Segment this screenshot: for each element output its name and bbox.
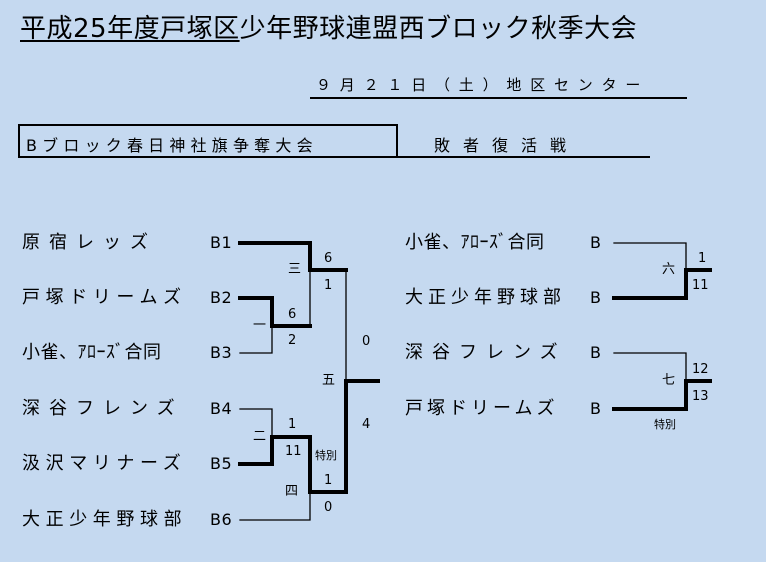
team-b6-seed: B6 — [210, 510, 233, 529]
r-team-1-seed: B — [590, 233, 602, 252]
g7-top-score: 12 — [692, 362, 709, 377]
line-g7-loser — [613, 352, 687, 382]
g1-label: 一 — [253, 318, 267, 333]
g7-note: 特別 — [654, 418, 676, 431]
r-team-3-name: 深谷フレンズ — [405, 342, 567, 363]
g7-bottom-score: 13 — [692, 389, 709, 404]
g4-bottom-score: 0 — [324, 500, 333, 515]
team-b1-seed: B1 — [210, 233, 233, 252]
page-title: 平成25年度戸塚区少年野球連盟西ブロック秋季大会 — [20, 12, 637, 46]
team-b4-seed: B4 — [210, 399, 233, 418]
g6-bottom-score: 11 — [692, 278, 709, 293]
g5-top-score: 0 — [362, 334, 371, 349]
line-g2-loser — [239, 408, 273, 438]
line-g1-loser — [239, 325, 273, 354]
team-b2-name: 戸塚ドリームズ — [22, 287, 187, 308]
tournament-name: Bブロック春日神社旗争奪大会 — [26, 136, 318, 155]
g7-label: 七 — [662, 373, 676, 388]
team-b3-seed: B3 — [210, 343, 233, 362]
r-team-4-seed: B — [590, 399, 602, 418]
line-g1-winner — [238, 296, 312, 328]
g6-top-score: 1 — [698, 251, 707, 266]
g2-label: 二 — [253, 429, 267, 444]
g4-note: 特別 — [315, 449, 337, 462]
r-team-2-name: 大正少年野球部 — [405, 287, 566, 308]
r-team-2-seed: B — [590, 288, 602, 307]
team-b1-name: 原宿レッズ — [22, 232, 157, 253]
team-b3-name: 小雀、ｱﾛｰｽﾞ合同 — [22, 342, 162, 363]
g2-top-score: 1 — [288, 417, 297, 432]
repechage-title: 敗者復活戦 — [434, 136, 580, 155]
line-g6-loser — [613, 242, 687, 271]
team-b6-name: 大正少年野球部 — [22, 509, 188, 530]
g3-bottom-score: 1 — [324, 278, 333, 293]
line-g5-winner — [344, 379, 380, 494]
g5-label: 五 — [322, 373, 336, 388]
line-g3-winner — [238, 241, 348, 272]
g6-label: 六 — [662, 262, 676, 277]
g4-top-score: 1 — [324, 473, 333, 488]
line-g7-winner — [612, 379, 712, 411]
r-team-4-name: 戸塚ドリームズ — [405, 398, 559, 419]
team-b2-seed: B2 — [210, 288, 233, 307]
title-underlined: 平成25年度戸塚区 — [20, 14, 240, 44]
line-g6-winner — [612, 268, 712, 300]
g4-label: 四 — [285, 484, 299, 499]
line-g4-loser — [239, 491, 311, 521]
team-b5-seed: B5 — [210, 454, 233, 473]
repechage-underline — [398, 156, 650, 158]
g1-top-score: 6 — [288, 307, 297, 322]
r-team-3-seed: B — [590, 343, 602, 362]
date-underline — [310, 97, 687, 99]
g2-bottom-score: 11 — [285, 444, 302, 459]
team-b4-name: 深谷フレンズ — [22, 398, 184, 419]
r-team-1-name: 小雀、ｱﾛｰｽﾞ合同 — [405, 232, 545, 253]
event-date: ９月２１日（土）地区センター — [316, 76, 650, 94]
g5-bottom-score: 4 — [362, 417, 371, 432]
g3-label: 三 — [288, 262, 302, 277]
title-rest: 少年野球連盟西ブロック秋季大会 — [239, 14, 638, 44]
g1-bottom-score: 2 — [288, 333, 297, 348]
g3-top-score: 6 — [324, 251, 333, 266]
tournament-box — [18, 124, 398, 158]
team-b5-name: 汲沢マリナーズ — [22, 453, 187, 474]
line-g2-winner — [238, 435, 312, 466]
